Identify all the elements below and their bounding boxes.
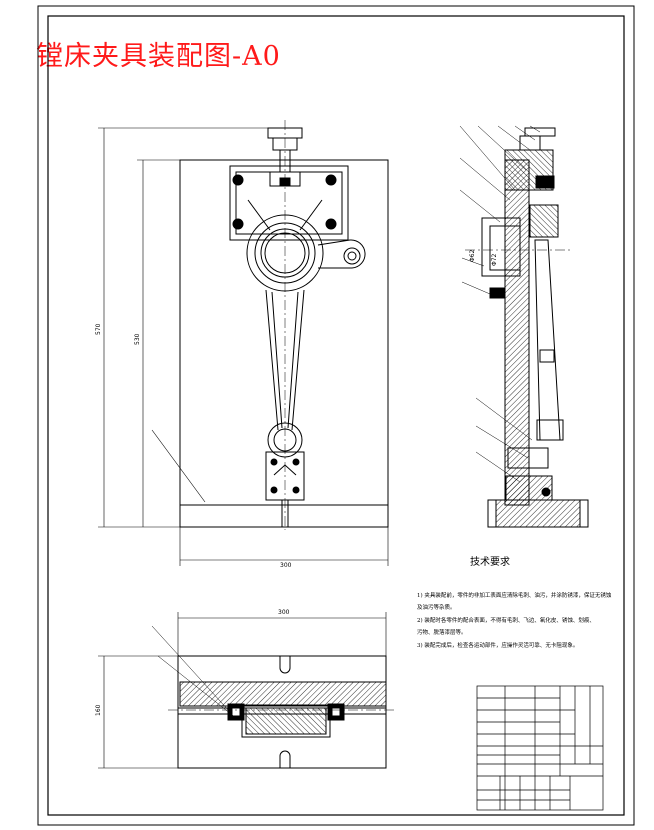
tech-req-heading: 技术要求: [470, 557, 510, 568]
tech-req-line-4: 污物、脱落漆层等。: [417, 630, 467, 636]
outer-border: [37, 5, 635, 826]
drawing-title: 镗床夹具装配图-A0: [36, 41, 281, 72]
dim-bore-1: Φ62: [469, 249, 476, 262]
dim-inner-height: 530: [134, 333, 141, 345]
plan-view: [151, 625, 396, 769]
side-section-view: [459, 125, 589, 528]
dim-front-width: 300: [280, 562, 292, 569]
tech-req-line-5: 3) 装配完成后，检查各运动部件，应操作灵活可靠、无卡阻现象。: [417, 643, 579, 649]
title-block: [476, 685, 604, 811]
dim-overall-height: 570: [95, 323, 102, 335]
front-view: [151, 120, 389, 530]
tech-req-line-1: 1) 夹具装配前，零件的非加工表面应清除毛刺、油污，并涂防锈漆，保证无锈蚀: [417, 593, 612, 599]
plan-dimensions: [98, 612, 387, 769]
inner-border: [47, 15, 625, 816]
dim-plan-width: 300: [278, 609, 290, 616]
dim-bore-2: Φ72: [491, 253, 498, 266]
tech-req-line-3: 2) 装配时各零件的配合表面，不得有毛刺、飞边、氧化皮、锈蚀、划痕、: [417, 618, 595, 624]
dim-plan-height: 160: [95, 704, 102, 716]
front-dimensions: [98, 127, 389, 566]
tech-req-line-2: 及油污等杂质。: [417, 605, 456, 611]
